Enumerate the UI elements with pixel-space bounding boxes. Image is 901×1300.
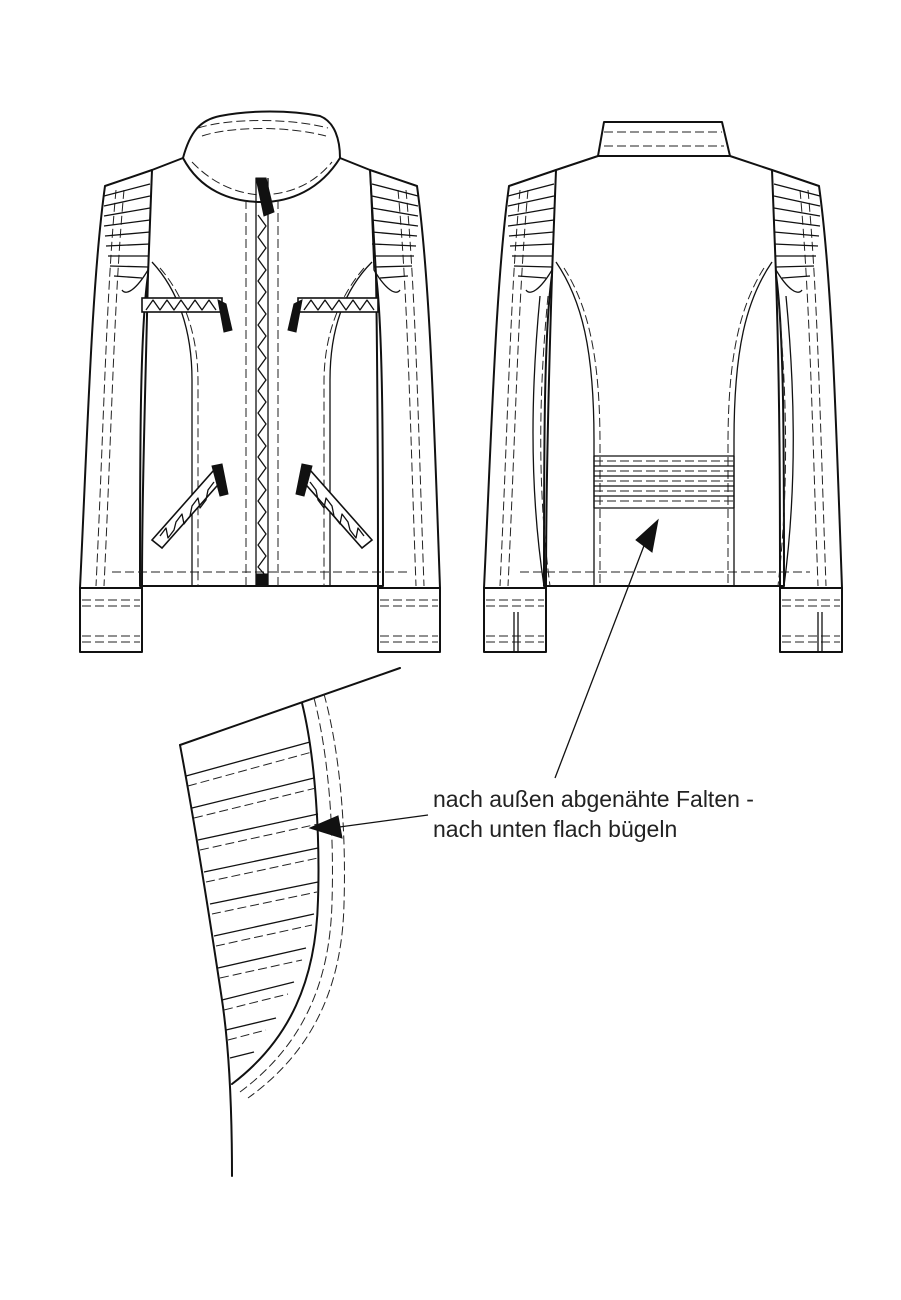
detail-armhole-seam	[231, 702, 320, 1085]
front-zipper	[257, 214, 267, 577]
pleat-annotation: nach außen abgenähte Falten - nach unten…	[433, 784, 754, 844]
jacket-front-view	[79, 110, 441, 653]
front-left-shoulder-pleats	[103, 169, 153, 293]
front-right-chest-pocket	[287, 297, 379, 333]
back-right-shoulder-pleats	[771, 169, 821, 293]
leader-line-to-detail-pleats	[331, 814, 429, 829]
annotation-line-1: nach außen abgenähte Falten -	[433, 786, 754, 812]
shoulder-pleats-detail	[179, 667, 401, 1177]
front-left-hip-pocket	[150, 463, 229, 550]
pocket-zipper-pull-icon	[211, 463, 229, 497]
front-right-hip-pocket	[295, 463, 374, 550]
pocket-zipper-pull-icon	[217, 299, 233, 333]
back-waist-pleats	[593, 455, 735, 509]
front-right-sleeve	[369, 169, 441, 653]
detail-armhole-edge	[179, 744, 233, 1177]
arrowhead-icon	[308, 815, 343, 839]
detail-shoulder-line	[179, 667, 401, 746]
back-left-shoulder-pleats	[507, 169, 557, 293]
arrowhead-icon	[635, 518, 659, 553]
front-right-shoulder-pleats	[369, 169, 419, 293]
back-collar	[597, 121, 731, 157]
pocket-zipper-pull-icon	[295, 463, 313, 497]
pocket-zipper-pull-icon	[287, 299, 303, 333]
front-left-chest-pocket	[141, 297, 233, 333]
front-collar	[182, 110, 341, 203]
annotation-line-2: nach unten flach bügeln	[433, 816, 678, 842]
leader-line-to-back-pleats	[554, 529, 651, 779]
jacket-back-view	[483, 121, 843, 653]
annotation-pointers	[308, 518, 659, 839]
back-body-outline	[543, 155, 785, 587]
zipper-pull-icon	[255, 177, 275, 217]
